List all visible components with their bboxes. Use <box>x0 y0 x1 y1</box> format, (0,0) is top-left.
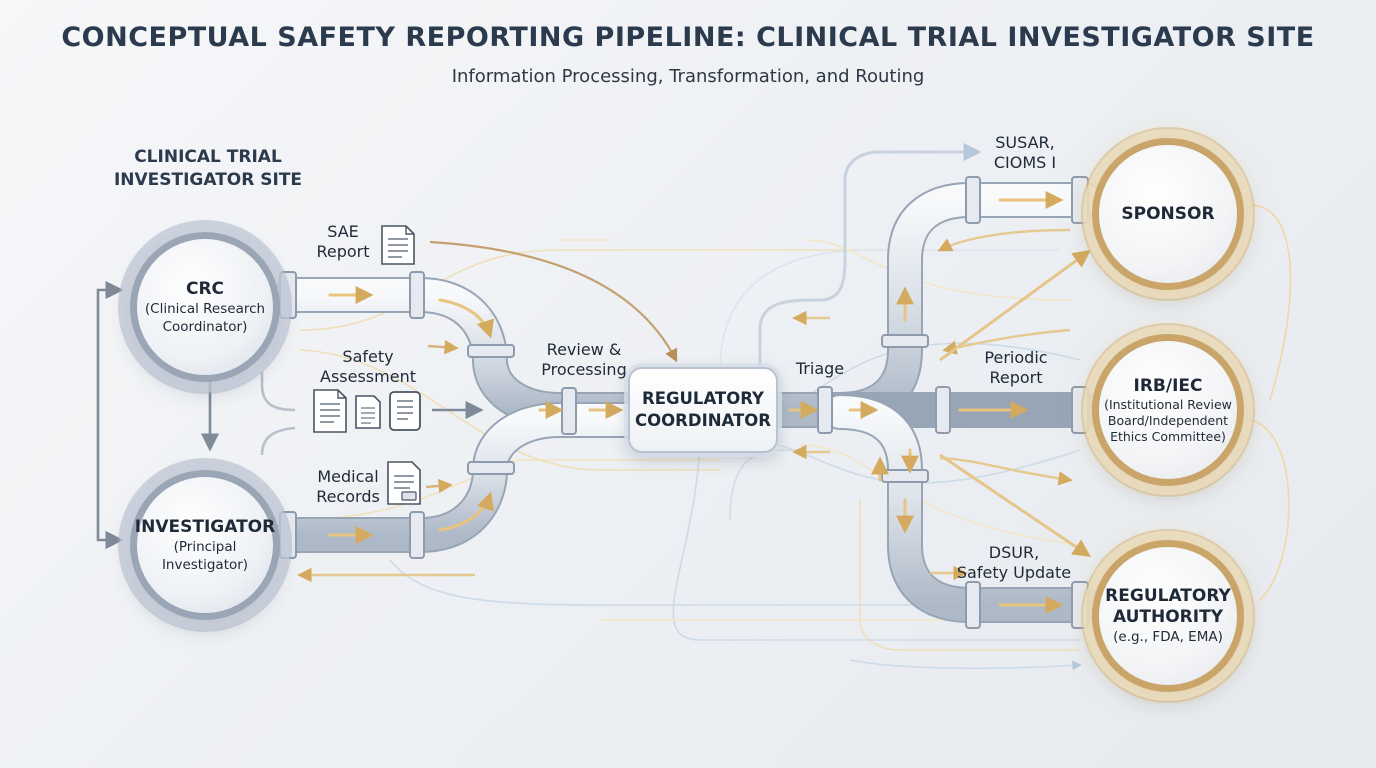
triage-label: Triage <box>795 359 845 378</box>
investigator-subtitle: (Principal Investigator) <box>161 538 249 573</box>
investigator-title: INVESTIGATOR <box>134 516 276 537</box>
irb-subtitle: (Institutional Review Board/Independent … <box>1104 396 1232 444</box>
medical-records-label: Medical Records <box>316 467 380 506</box>
authority-title: REGULATORY AUTHORITY <box>1105 586 1231 627</box>
diagonal-arrows <box>939 249 1091 558</box>
safety-assessment-label: Safety Assessment <box>320 347 416 386</box>
investigator-node: INVESTIGATOR (Principal Investigator) <box>130 470 280 620</box>
icon-arrows <box>425 339 459 494</box>
irb-title: IRB/IEC <box>1133 375 1203 396</box>
sponsor-title: SPONSOR <box>1121 203 1215 224</box>
sae-report-label: SAE Report <box>316 222 370 261</box>
document-icon <box>313 389 347 433</box>
sponsor-node: SPONSOR <box>1092 138 1244 290</box>
irb-node: IRB/IEC (Institutional Review Board/Inde… <box>1092 334 1244 486</box>
authority-subtitle: (e.g., FDA, EMA) <box>1113 629 1223 645</box>
susar-label: SUSAR, CIOMS I <box>993 133 1057 172</box>
sae-to-hub-arrow <box>429 240 678 363</box>
page-title: CONCEPTUAL SAFETY REPORTING PIPELINE: CL… <box>61 22 1315 53</box>
crc-title: CRC <box>185 278 225 299</box>
gray-arrows <box>96 280 484 550</box>
periodic-report-label: Periodic Report <box>984 348 1048 387</box>
ghost-return-line <box>729 449 800 521</box>
dsur-label: DSUR, Safety Update <box>956 543 1072 582</box>
document-icon <box>355 395 381 429</box>
page-subtitle: Information Processing, Transformation, … <box>451 66 925 87</box>
document-icon <box>381 225 415 265</box>
site-label: CLINICAL TRIAL INVESTIGATOR SITE <box>113 147 303 190</box>
document-icon <box>387 461 421 505</box>
crc-subtitle: (Clinical Research Coordinator) <box>144 300 266 335</box>
regulatory-coordinator-hub: REGULATORY COORDINATOR <box>628 367 778 453</box>
susar-route-line <box>758 143 982 380</box>
review-processing-label: Review & Processing <box>541 340 627 379</box>
authority-node: REGULATORY AUTHORITY (e.g., FDA, EMA) <box>1092 540 1244 692</box>
pipe-flow-arrows <box>328 191 1064 614</box>
tablet-icon <box>389 391 421 431</box>
crc-node: CRC (Clinical Research Coordinator) <box>130 232 280 382</box>
